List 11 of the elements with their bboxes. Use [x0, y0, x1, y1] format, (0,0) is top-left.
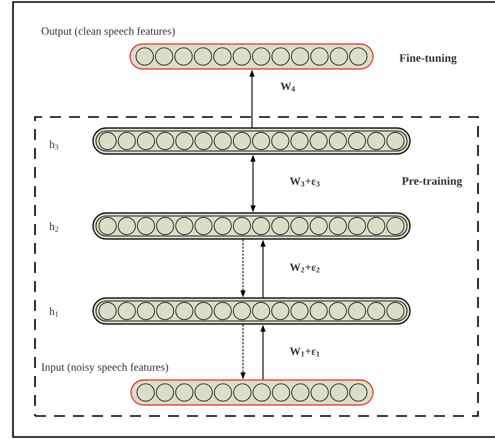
layer-label: h$_{1}$ — [49, 307, 58, 317]
layer-label: h$_{3}$ — [49, 140, 58, 150]
edge-label: W$_{1}$+ε$_{1}$ — [290, 348, 320, 356]
group-label: Pre-training — [402, 176, 462, 188]
edge-label: W$_{4}$ — [280, 82, 296, 92]
edge-label: W$_{2}$+ε$_{2}$ — [290, 264, 320, 272]
layer-label: h$_{2}$ — [49, 222, 58, 232]
layer-label: Input (noisy speech features) — [42, 362, 168, 374]
phase-label: Fine-tuning — [399, 54, 457, 64]
edge-label: W$_{3}$+ε$_{3}$ — [290, 178, 320, 186]
layer-label: Output (clean speech features) — [42, 26, 175, 38]
